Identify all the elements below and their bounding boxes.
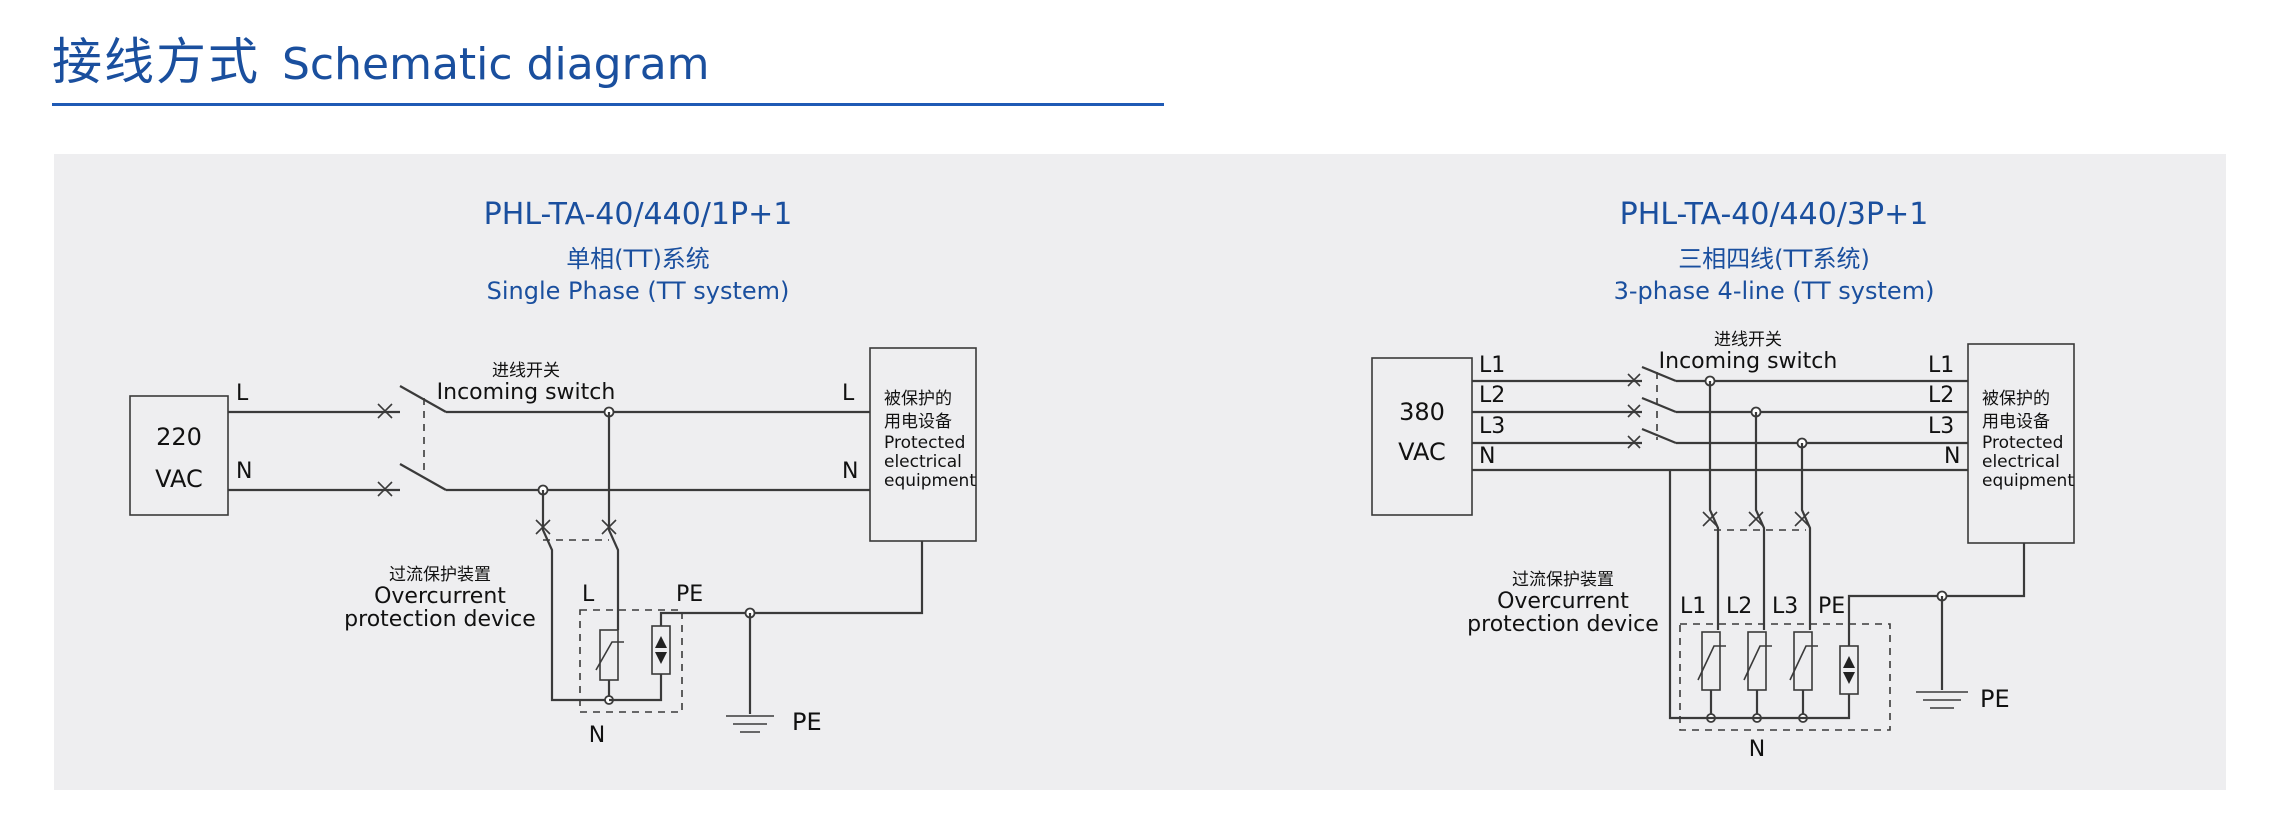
right-spd-label-L3: L3 [1772,594,1798,619]
left-label-L-in: L [236,381,249,406]
left-model-title: PHL-TA-40/440/1P+1 [484,197,793,232]
right-varistor-L2 [1747,631,1767,691]
right-PE-wire [1847,543,2026,646]
left-switch-label-zh: 进线开关 [492,361,560,381]
left-load-en2: electrical [884,452,962,472]
right-load-zh1: 被保护的 [1982,389,2050,409]
left-L-ocpd-cross [601,519,617,535]
right-switch-label-zh: 进线开关 [1714,330,1782,350]
left-label-L-out: L [842,381,855,406]
left-varistor [599,629,619,681]
left-gdt-lead [609,674,663,702]
right-ocpd-en2: protection device [1467,612,1659,637]
right-load-en2: electrical [1982,452,2060,472]
left-load-en3: equipment [884,471,976,491]
left-L-switch-cross [377,403,393,419]
right-label-N-in: N [1479,444,1495,469]
left-ocpd-en2: protection device [344,607,536,632]
right-ocpd-en1: Overcurrent [1497,589,1629,614]
left-L-switch-blade [399,385,447,413]
right-switch-label-en: Incoming switch [1659,349,1838,374]
left-N-branch [541,490,609,702]
right-load-box [1967,343,2075,544]
right-ocpd-crosses [1702,511,1810,527]
right-spd-label-L1: L1 [1680,594,1706,619]
right-N-return-wire [1668,470,1851,720]
right-switch-crosses [1627,373,1641,449]
left-N-switch-cross [377,481,393,497]
title-underline [52,103,1164,106]
right-varistor-L3 [1793,631,1813,691]
right-ground-label: PE [1980,685,2010,713]
left-gdt [651,625,671,675]
left-spd-label-PE: PE [676,582,703,607]
page-title-zh: 接线方式 [52,33,260,91]
right-source-unit: VAC [1398,438,1446,466]
right-subtitle-en: 3-phase 4-line (TT system) [1614,277,1935,305]
left-ocpd-en1: Overcurrent [374,584,506,609]
single-phase-diagram: PHL-TA-40/440/1P+1 单相(TT)系统 Single Phase… [129,197,977,748]
right-label-L1-in: L1 [1479,353,1505,378]
right-varistor-slashes [1697,645,1818,681]
page-title-en: Schematic diagram [282,39,710,90]
right-label-L2-in: L2 [1479,383,1505,408]
right-label-L1-out: L1 [1928,353,1954,378]
right-ocpd-zh: 过流保护装置 [1512,570,1614,590]
left-switch-label-en: Incoming switch [437,380,616,405]
left-ground-label: PE [792,708,822,736]
left-PE-wire [659,541,924,626]
left-L-branch [607,412,620,630]
right-ground-icon [1916,691,1968,709]
left-source-box [129,395,229,516]
three-phase-diagram: PHL-TA-40/440/3P+1 三相四线(TT系统) 3-phase 4-… [1371,197,2075,762]
right-label-L3-out: L3 [1928,414,1954,439]
right-source-box [1371,357,1473,516]
left-load-zh1: 被保护的 [884,389,952,409]
left-label-N-in: N [236,459,252,484]
right-label-L3-in: L3 [1479,414,1505,439]
left-varistor-slash [595,641,624,671]
right-label-L2-out: L2 [1928,383,1954,408]
right-spd-label-N: N [1749,737,1765,762]
right-varistor-L1 [1701,631,1721,691]
left-load-zh2: 用电设备 [884,412,952,432]
left-spd-module [579,609,683,713]
right-load-en3: equipment [1982,471,2074,491]
left-spd-label-N: N [589,723,605,748]
left-load-en1: Protected [884,433,965,453]
right-L2-branch [1754,412,1766,630]
page-header: 接线方式 Schematic diagram [52,22,710,94]
left-gdt-symbol [655,636,667,664]
right-load-zh2: 用电设备 [1982,412,2050,432]
right-spd-module [1679,623,1891,731]
right-subtitle-zh: 三相四线(TT系统) [1678,245,1870,273]
left-subtitle-zh: 单相(TT)系统 [566,245,710,273]
right-spd-label-PE: PE [1818,594,1845,619]
right-switch-blades [1641,365,1677,445]
left-source-unit: VAC [155,465,203,493]
left-source-voltage: 220 [156,423,202,451]
right-gdt [1839,645,1859,695]
right-L3-branch [1800,443,1812,630]
right-spd-label-L2: L2 [1726,594,1752,619]
left-ground-icon [726,715,774,733]
left-label-N-out: N [842,459,858,484]
right-label-N-out: N [1944,444,1960,469]
left-spd-label-L: L [582,582,595,607]
right-L1-branch [1708,381,1720,630]
left-subtitle-en: Single Phase (TT system) [487,277,790,305]
right-load-en1: Protected [1982,433,2063,453]
right-gdt-symbol [1843,656,1855,684]
left-N-ocpd-cross [535,519,551,535]
right-model-title: PHL-TA-40/440/3P+1 [1620,197,1929,232]
left-N-switch-blade [399,463,447,491]
right-source-voltage: 380 [1399,398,1445,426]
left-ocpd-zh: 过流保护装置 [389,565,491,585]
